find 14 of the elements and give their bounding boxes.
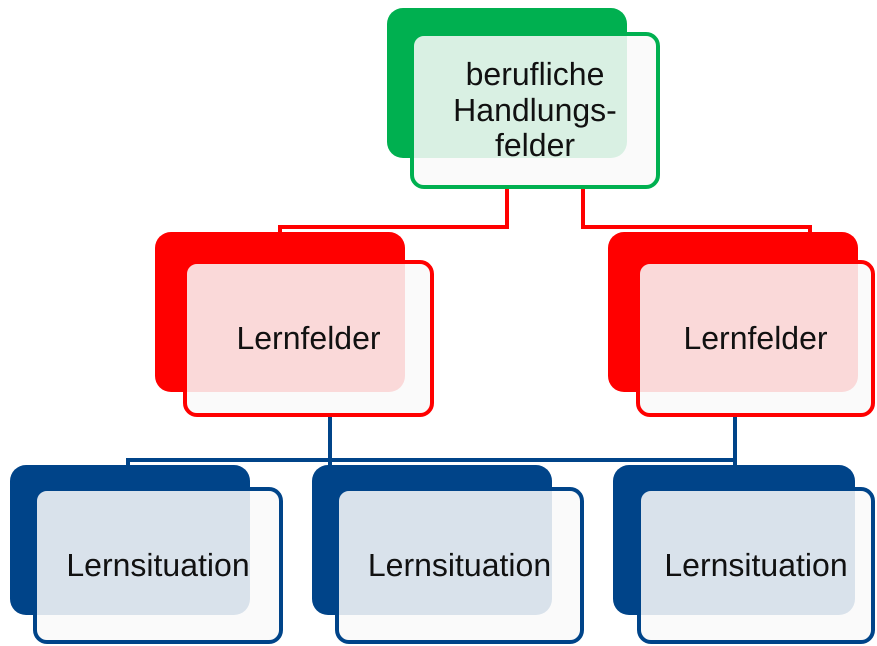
- process-box: [10, 465, 283, 644]
- node-label: Lernsituation: [368, 548, 552, 584]
- node-label: Lernsituation: [664, 548, 848, 584]
- process-box: [387, 8, 660, 189]
- process-box: [155, 232, 434, 417]
- node-label: Lernfelder: [236, 320, 381, 356]
- node-label: Lernfelder: [683, 320, 828, 356]
- process-box: [608, 232, 875, 417]
- node-label: Lernsituation: [66, 548, 250, 584]
- process-box: [312, 465, 584, 644]
- node-label: berufliche Handlungs- felder: [452, 56, 618, 164]
- connector-line: [581, 189, 812, 232]
- process-box: [613, 465, 875, 644]
- connector-line: [278, 189, 509, 232]
